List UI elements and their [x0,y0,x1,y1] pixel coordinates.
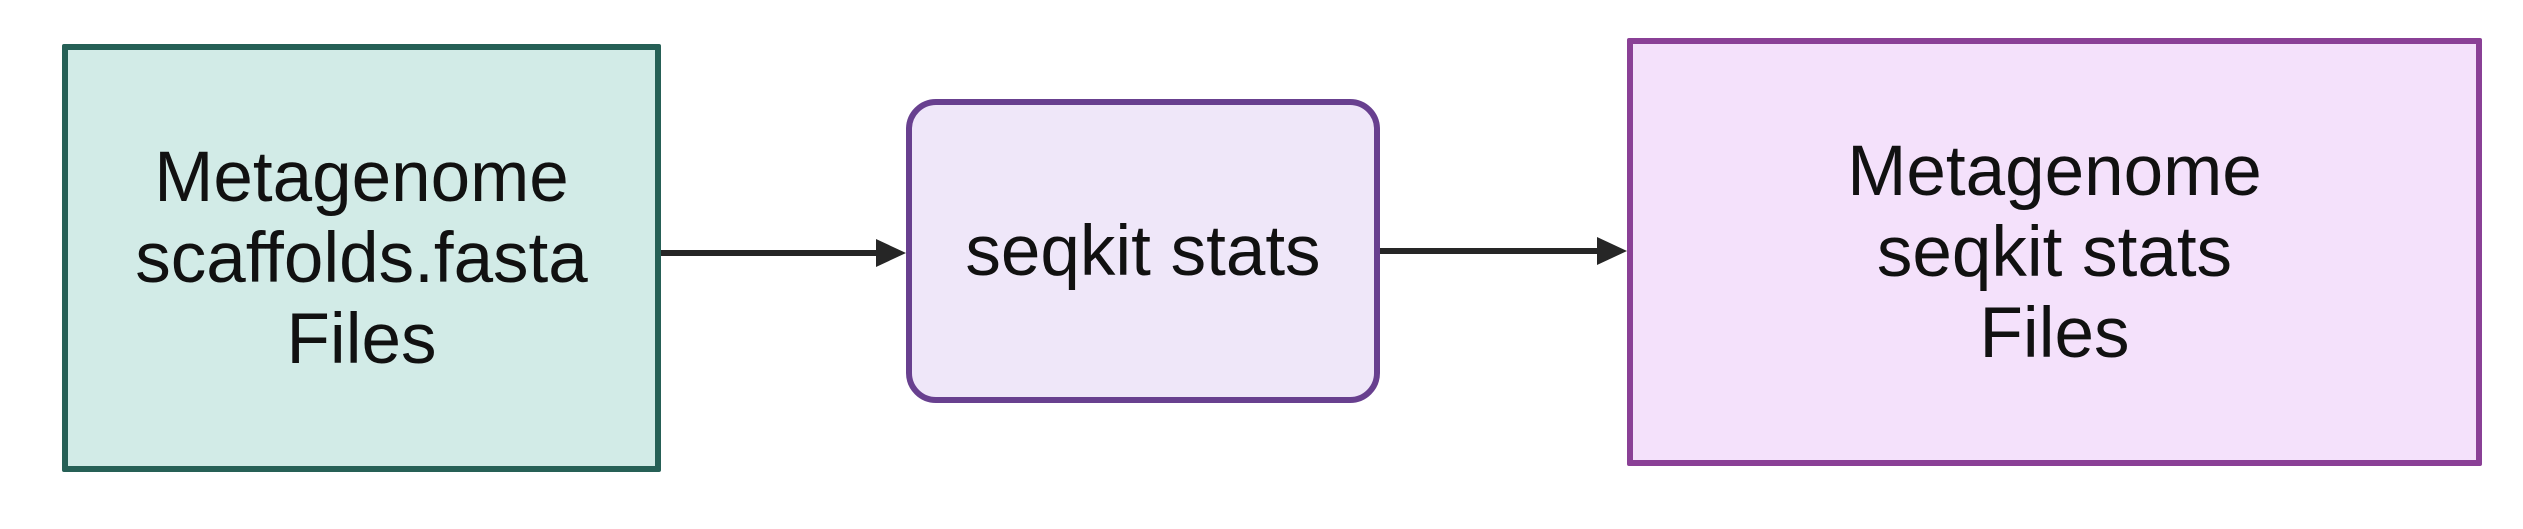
node-output-label-line-2: seqkit stats [1876,212,2233,292]
arrowhead-icon [1597,237,1627,265]
node-input-label-line-3: Files [286,299,437,379]
node-output-label-line-1: Metagenome [1847,131,2262,211]
edge-input-to-process [661,237,906,269]
node-seqkit-stats-process[interactable]: seqkit stats [906,99,1380,403]
node-input-label-line-2: scaffolds.fasta [135,218,588,298]
arrow-line [1380,248,1599,254]
node-output-label-line-3: Files [1979,293,2130,373]
node-metagenome-seqkit-stats-files[interactable]: Metagenome seqkit stats Files [1627,38,2482,466]
arrowhead-icon [876,239,906,267]
node-metagenome-scaffolds-fasta-files[interactable]: Metagenome scaffolds.fasta Files [62,44,661,472]
node-input-label-line-1: Metagenome [154,137,569,217]
node-process-label: seqkit stats [965,211,1321,291]
edge-process-to-output [1380,235,1627,267]
arrow-line [661,250,878,256]
